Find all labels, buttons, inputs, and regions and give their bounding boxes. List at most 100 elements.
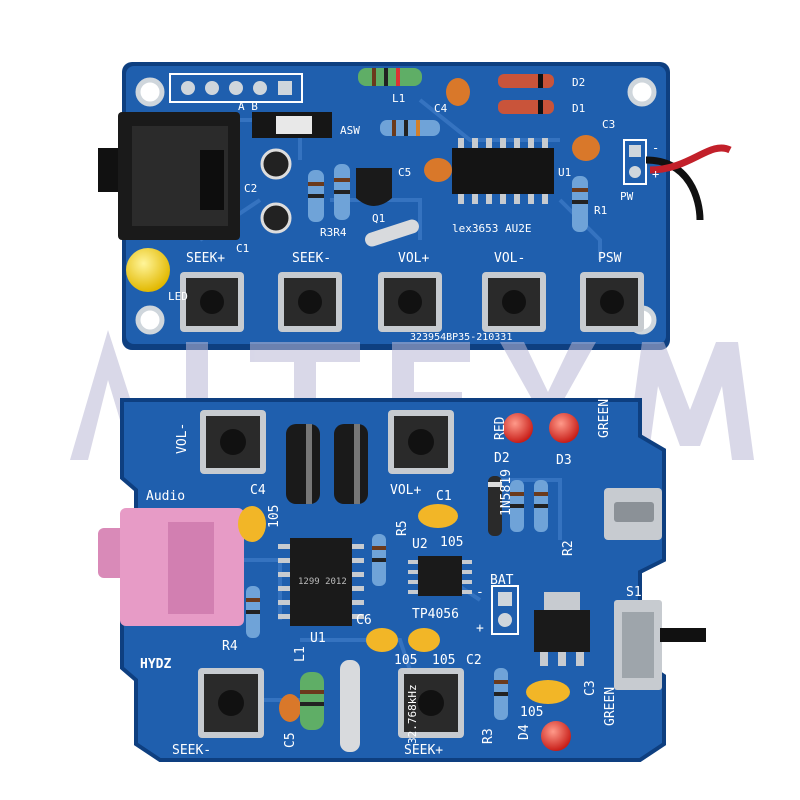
resistor	[372, 534, 386, 586]
electrolytic-capacitor	[260, 202, 292, 234]
slide-switch-s1[interactable]	[614, 600, 706, 690]
diode-1n5819	[488, 476, 502, 536]
label-s1: S1	[626, 585, 642, 600]
top-pcb-board: SEEK+ SEEK- VOL+ VOL- PSW LED PW 323954B…	[98, 62, 732, 350]
label-r5: R5	[395, 520, 410, 536]
resistor	[534, 480, 548, 532]
bottom-pcb-board: VOL- VOL+ Audio HYDZ SEEK- SEEK+ RED GRE…	[98, 398, 706, 762]
label-plus: +	[652, 167, 659, 181]
ceramic-capacitor	[279, 694, 301, 722]
label-led: LED	[168, 290, 188, 303]
battery-pads	[491, 585, 519, 635]
label-q1: Q1	[372, 212, 385, 225]
label-u1: U1	[558, 166, 571, 179]
electrolytic-capacitor	[286, 424, 320, 504]
electrolytic-capacitor	[334, 424, 368, 504]
seek-plus-button[interactable]	[180, 272, 244, 332]
label-green-top: GREEN	[597, 399, 612, 438]
vol-plus-button[interactable]	[378, 272, 442, 332]
vol-plus-button-bottom[interactable]	[388, 410, 454, 474]
label-c6: C6	[356, 613, 372, 628]
label-hydz: HYDZ	[140, 657, 171, 672]
jumper-switch	[252, 112, 332, 138]
label-ic: lex3653 AU2E	[452, 222, 531, 235]
diode	[498, 100, 554, 114]
resistor	[358, 68, 422, 86]
pin-header-pads	[169, 73, 303, 103]
ceramic-capacitor	[526, 680, 570, 704]
ceramic-capacitor	[408, 628, 440, 652]
label-r4: R4	[222, 639, 238, 654]
label-d2: D2	[572, 76, 585, 89]
transistor-q1	[356, 168, 392, 206]
ceramic-capacitor	[238, 506, 266, 542]
label-c5: C5	[283, 732, 298, 748]
resistor	[308, 170, 324, 222]
red-led	[549, 413, 579, 443]
electrolytic-capacitor	[260, 148, 292, 180]
label-minus: -	[652, 141, 659, 155]
label-red: RED	[493, 416, 508, 440]
mount-hole	[135, 77, 165, 107]
label-c3: C3	[583, 680, 598, 696]
vol-minus-button[interactable]	[482, 272, 546, 332]
seek-minus-button-bottom[interactable]	[198, 668, 264, 738]
label-c1: C1	[436, 489, 452, 504]
label-r1: R1	[594, 204, 607, 217]
label-r3: R3	[481, 728, 496, 744]
yellow-led	[126, 248, 170, 292]
label-c2: C2	[466, 653, 482, 668]
vol-minus-button-bottom[interactable]	[200, 410, 266, 474]
label-vol-minus: VOL-	[494, 251, 525, 266]
label-l1: L1	[293, 646, 308, 662]
power-wires	[623, 139, 732, 221]
label-105-b: 105	[440, 535, 463, 550]
seek-plus-button-bottom[interactable]	[398, 668, 464, 738]
resistor	[246, 586, 260, 638]
resistor	[494, 668, 508, 720]
voltage-regulator	[534, 592, 590, 666]
label-chip: 1299 2012	[298, 577, 347, 587]
label-d1: D1	[572, 102, 585, 115]
label-c4: C4	[250, 483, 266, 498]
ceramic-capacitor	[446, 78, 470, 106]
red-led	[541, 721, 571, 751]
mount-hole	[627, 77, 657, 107]
label-105-a: 105	[267, 505, 282, 528]
crystal-oscillator	[340, 660, 360, 752]
ceramic-capacitor	[418, 504, 458, 528]
label-minus: -	[476, 585, 484, 600]
crystal-oscillator	[365, 219, 419, 247]
label-c1: C1	[236, 242, 249, 255]
label-psw: PSW	[598, 251, 622, 266]
label-vol-minus: VOL-	[175, 423, 190, 454]
mount-hole	[135, 305, 165, 335]
label-asw: ASW	[340, 124, 360, 137]
label-c5: C5	[398, 166, 411, 179]
label-105-c: 105	[394, 653, 417, 668]
ic-chip-tp4056	[408, 556, 472, 596]
psw-button[interactable]	[580, 272, 644, 332]
seek-minus-button[interactable]	[278, 272, 342, 332]
label-r2: R2	[561, 540, 576, 556]
resistor	[510, 480, 524, 532]
label-green-bottom: GREEN	[603, 687, 618, 726]
label-1n5819: 1N5819	[499, 469, 514, 516]
label-bat: BAT	[490, 573, 514, 588]
label-audio: Audio	[146, 489, 185, 504]
label-c2: C2	[244, 182, 257, 195]
label-seek-plus: SEEK+	[404, 743, 443, 758]
micro-usb-port	[604, 488, 662, 540]
ceramic-capacitor	[366, 628, 398, 652]
resistor	[334, 164, 350, 220]
red-led	[503, 413, 533, 443]
label-105-e: 105	[520, 705, 543, 720]
ceramic-capacitor	[424, 158, 452, 182]
inductor-l1	[300, 672, 324, 730]
resistor	[380, 120, 440, 136]
label-plus: +	[476, 621, 484, 636]
label-seek-minus: SEEK-	[292, 251, 331, 266]
resistor	[572, 176, 588, 232]
label-u2: U2	[412, 537, 428, 552]
label-vol-plus: VOL+	[390, 483, 421, 498]
